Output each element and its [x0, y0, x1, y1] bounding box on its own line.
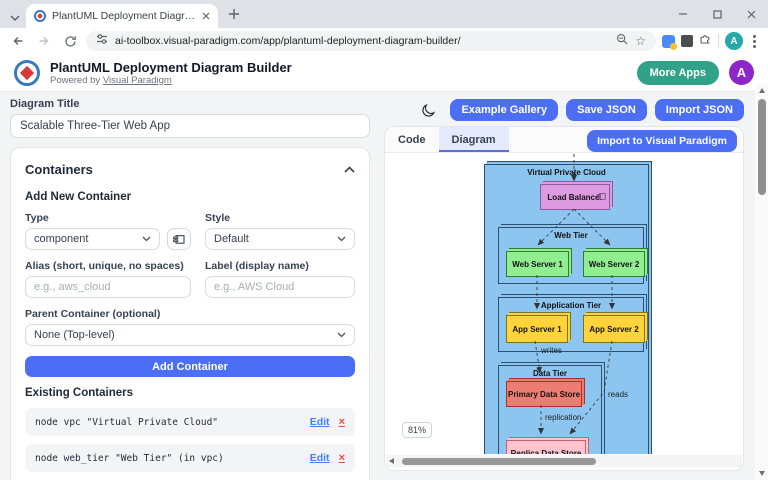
- diagram-title-label: Diagram Title: [10, 98, 80, 110]
- node-app-server-1: App Server 1: [506, 315, 568, 343]
- url-bar[interactable]: ai-toolbox.visual-paradigm.com/app/plant…: [86, 31, 656, 51]
- node-primary-data-store: Primary Data Store: [506, 381, 582, 407]
- scroll-down-icon[interactable]: [758, 471, 765, 476]
- component-preview-button[interactable]: [167, 228, 191, 250]
- extension-icon[interactable]: [681, 35, 693, 47]
- alias-input[interactable]: [25, 276, 191, 298]
- scroll-up-icon[interactable]: [758, 88, 765, 93]
- import-to-visual-paradigm-button[interactable]: Import to Visual Paradigm: [587, 130, 737, 152]
- container-code: node vpc "Virtual Private Cloud": [35, 416, 219, 428]
- browser-toolbar: ai-toolbox.visual-paradigm.com/app/plant…: [0, 28, 768, 54]
- alias-label: Alias (short, unique, no spaces): [25, 260, 184, 272]
- tab-diagram[interactable]: Diagram: [438, 127, 509, 152]
- forward-icon[interactable]: [34, 31, 54, 51]
- maximize-button[interactable]: [700, 0, 734, 28]
- add-new-container-title: Add New Container: [25, 191, 132, 203]
- zoom-out-icon[interactable]: [616, 32, 628, 50]
- page-scrollbar[interactable]: [755, 84, 768, 480]
- browser-tab[interactable]: PlantUML Deployment Diagram: [26, 4, 218, 28]
- node-vpc: Virtual Private Cloud Load Balancer Web …: [484, 164, 649, 454]
- import-json-button[interactable]: Import JSON: [654, 99, 744, 121]
- tab-favicon-icon: [34, 10, 46, 22]
- component-icon: [597, 187, 606, 205]
- container-row: node web_tier "Web Tier" (in vpc) Edit ×: [25, 444, 355, 472]
- powered-by: Powered by Visual Paradigm: [50, 74, 172, 86]
- page-scrollbar-thumb[interactable]: [757, 99, 766, 195]
- close-button[interactable]: [734, 0, 768, 28]
- translate-extension-icon[interactable]: [662, 34, 677, 50]
- user-avatar[interactable]: A: [729, 60, 754, 85]
- toolbar-divider: [718, 34, 719, 48]
- diagram-title-input[interactable]: [10, 114, 370, 138]
- edit-container-link[interactable]: Edit: [309, 452, 330, 464]
- delete-container-icon[interactable]: ×: [338, 452, 345, 464]
- edit-container-link[interactable]: Edit: [309, 416, 330, 428]
- display-name-label: Label (display name): [205, 260, 309, 272]
- node-web-server-1: Web Server 1: [506, 251, 569, 277]
- plantuml-diagram: Virtual Private Cloud Load Balancer Web …: [391, 154, 742, 454]
- scroll-left-icon[interactable]: [389, 458, 394, 464]
- horizontal-scrollbar-thumb[interactable]: [402, 457, 596, 465]
- parent-container-label: Parent Container (optional): [25, 308, 161, 320]
- node-replica-data-store: Replica Data Store: [506, 440, 586, 454]
- extensions-puzzle-icon[interactable]: [699, 32, 712, 50]
- url-text: ai-toolbox.visual-paradigm.com/app/plant…: [115, 35, 461, 47]
- style-select[interactable]: Default: [205, 228, 355, 250]
- tab-title: PlantUML Deployment Diagram: [52, 10, 196, 22]
- parent-container-select[interactable]: None (Top-level): [25, 324, 355, 346]
- container-code: node web_tier "Web Tier" (in vpc): [35, 452, 224, 464]
- diagram-panel: Code Diagram Import to Visual Paradigm V…: [384, 126, 744, 471]
- collapse-chevron-up-icon[interactable]: [344, 160, 355, 178]
- diagram-viewport[interactable]: Virtual Private Cloud Load Balancer Web …: [386, 154, 742, 454]
- container-row: node vpc "Virtual Private Cloud" Edit ×: [25, 408, 355, 436]
- containers-title: Containers: [25, 161, 93, 177]
- style-label: Style: [205, 212, 231, 224]
- dark-mode-moon-icon[interactable]: [421, 103, 436, 118]
- node-web-server-2: Web Server 2: [583, 251, 645, 277]
- reload-icon[interactable]: [60, 31, 80, 51]
- visual-paradigm-logo-icon: [14, 59, 40, 86]
- new-tab-button[interactable]: [228, 7, 240, 25]
- minimize-button[interactable]: [666, 0, 700, 28]
- tab-strip: PlantUML Deployment Diagram: [0, 0, 768, 28]
- type-select[interactable]: component: [25, 228, 160, 250]
- chevron-down-icon: [337, 236, 346, 242]
- visual-paradigm-link[interactable]: Visual Paradigm: [102, 74, 172, 86]
- chevron-down-icon: [337, 332, 346, 338]
- containers-card: Containers Add New Container Type compon…: [10, 147, 370, 480]
- back-icon[interactable]: [8, 31, 28, 51]
- horizontal-scrollbar[interactable]: [386, 455, 742, 467]
- tab-close-icon[interactable]: [202, 7, 210, 25]
- tab-code[interactable]: Code: [398, 133, 426, 146]
- save-json-button[interactable]: Save JSON: [566, 99, 647, 121]
- display-name-input[interactable]: [205, 276, 355, 298]
- delete-container-icon[interactable]: ×: [338, 416, 345, 428]
- zoom-level-badge: 81%: [402, 422, 432, 438]
- more-apps-button[interactable]: More Apps: [636, 60, 719, 85]
- node-app-tier: Application Tier App Server 1 App Server…: [498, 297, 645, 352]
- existing-containers-title: Existing Containers: [25, 387, 133, 399]
- add-container-button[interactable]: Add Container: [25, 356, 355, 377]
- chevron-down-icon: [142, 236, 151, 242]
- app-header: PlantUML Deployment Diagram Builder Powe…: [0, 54, 768, 92]
- window-controls: [666, 0, 768, 28]
- browser-menu-icon[interactable]: [749, 34, 760, 48]
- bookmark-star-icon[interactable]: ☆: [635, 34, 646, 48]
- editor-panel: Diagram Title Containers Add New Contain…: [10, 98, 370, 480]
- page-title: PlantUML Deployment Diagram Builder: [50, 59, 292, 75]
- node-data-tier: Data Tier Primary Data Store Replica Dat…: [498, 365, 602, 454]
- node-web-tier: Web Tier Web Server 1 Web Server 2: [498, 227, 645, 284]
- preview-panel: Example Gallery Save JSON Import JSON Co…: [384, 98, 744, 471]
- tab-search-icon[interactable]: [10, 9, 20, 27]
- type-label: Type: [25, 212, 49, 224]
- node-app-server-2: App Server 2: [583, 315, 645, 343]
- browser-profile-avatar[interactable]: A: [725, 32, 743, 50]
- site-settings-icon[interactable]: [96, 32, 108, 50]
- example-gallery-button[interactable]: Example Gallery: [450, 99, 559, 121]
- node-load-balancer: Load Balancer: [540, 184, 610, 210]
